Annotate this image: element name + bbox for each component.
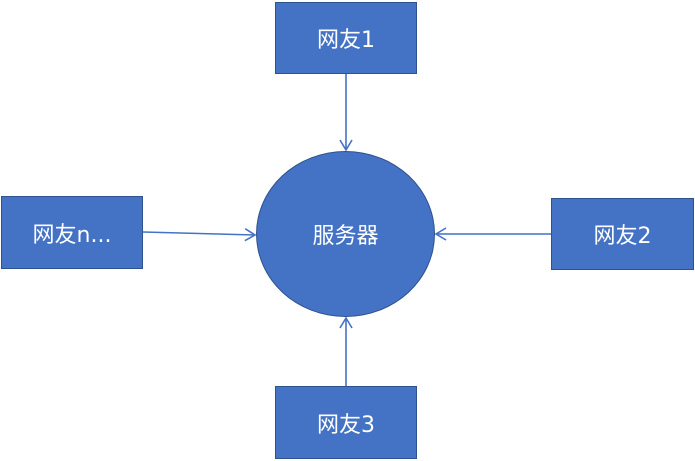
peer-1-label: 网友1 — [317, 28, 375, 53]
peer-2-box: 网友2 — [551, 198, 694, 270]
peer-2-label: 网友2 — [593, 224, 652, 249]
peer-3-box: 网友3 — [275, 386, 417, 459]
peer-n-label: 网友n... — [32, 222, 112, 248]
server-label: 服务器 — [312, 224, 379, 249]
peer-n-box: 网友n... — [1, 196, 143, 269]
peer-1-box: 网友1 — [275, 2, 417, 74]
arrow-peer-n-to-server — [142, 228, 257, 242]
server-node: 服务器 — [256, 151, 435, 317]
peer-3-label: 网友3 — [317, 412, 375, 438]
